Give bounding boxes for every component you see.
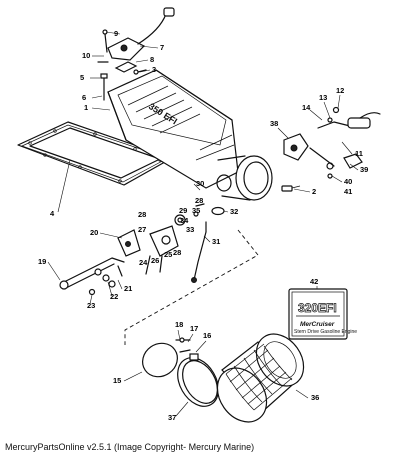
decal-brand-text: MerCruiser — [300, 321, 335, 328]
callout-12: 12 — [336, 86, 344, 95]
callout-36: 35 — [192, 206, 200, 215]
callout-35: 34 — [180, 216, 189, 225]
copyright-caption: MercuryPartsOnline v2.5.1 (Image Copyrig… — [5, 442, 255, 452]
throttle-linkage-assembly — [117, 203, 225, 283]
callout-32: 31 — [212, 237, 220, 246]
callout-6: 6 — [82, 93, 86, 102]
callout-3: 3 — [152, 65, 156, 74]
callout-26: 26 — [151, 256, 159, 265]
callout-28b: 28 — [173, 248, 181, 257]
flame-arrestor-assembly — [142, 333, 305, 423]
callout-33: 32 — [230, 207, 238, 216]
decal-fine-print: Stern Drive Gasoline Engine — [294, 329, 357, 335]
callout-25: 25 — [164, 250, 172, 259]
callout-34: 33 — [186, 225, 194, 234]
model-decal: 320EFI MerCruiser Stern Drive Gasoline E… — [288, 288, 357, 340]
callout-5: 5 — [80, 73, 84, 82]
sensor-bracket-assembly — [102, 7, 175, 73]
callout-22: 22 — [110, 292, 118, 301]
callout-38: 37 — [168, 413, 176, 422]
callout-16: 16 — [203, 331, 211, 340]
callout-29: 28 — [138, 210, 146, 219]
callout-39: 38 — [270, 119, 278, 128]
callout-21: 21 — [124, 284, 132, 293]
callout-20: 20 — [90, 228, 98, 237]
callout-14: 14 — [302, 103, 311, 112]
callout-18: 18 — [175, 320, 183, 329]
callout-24: 24 — [139, 258, 148, 267]
bolts-upper — [97, 61, 147, 101]
plenum-housing: 350 EFI — [107, 69, 273, 201]
callout-41: 40 — [344, 177, 352, 186]
callout-37: 36 — [311, 393, 319, 402]
idle-air-control-assembly — [283, 133, 363, 179]
callout-2: 2 — [312, 187, 316, 196]
decal-model-text: 320EFI — [298, 301, 337, 315]
callout-31: 30 — [196, 179, 204, 188]
callout-13: 13 — [319, 93, 327, 102]
callout-40: 39 — [360, 165, 368, 174]
throttle-cable-assembly — [59, 257, 125, 296]
callout-17: 17 — [190, 324, 198, 333]
callout-8: 8 — [150, 55, 154, 64]
temperature-sensor-assembly — [317, 106, 381, 129]
callout-labels: 9 10 7 8 3 5 6 1 4 12 13 14 38 11 39 40 … — [38, 29, 368, 422]
callout-23: 23 — [87, 301, 95, 310]
vacuum-fitting — [281, 185, 301, 192]
callout-15: 15 — [113, 376, 121, 385]
callout-43: 42 — [310, 277, 318, 286]
callout-28a: 28 — [195, 196, 203, 205]
assembly-guide-line — [124, 229, 259, 345]
callout-7: 7 — [160, 43, 164, 52]
callout-30: 29 — [179, 206, 187, 215]
callout-4: 4 — [50, 209, 55, 218]
callout-10: 10 — [82, 51, 90, 60]
callout-11: 11 — [355, 149, 363, 158]
callout-19: 19 — [38, 257, 46, 266]
callout-42: 41 — [344, 187, 352, 196]
callout-27: 27 — [138, 225, 146, 234]
callout-1: 1 — [84, 103, 88, 112]
callout-leaders — [47, 31, 359, 417]
